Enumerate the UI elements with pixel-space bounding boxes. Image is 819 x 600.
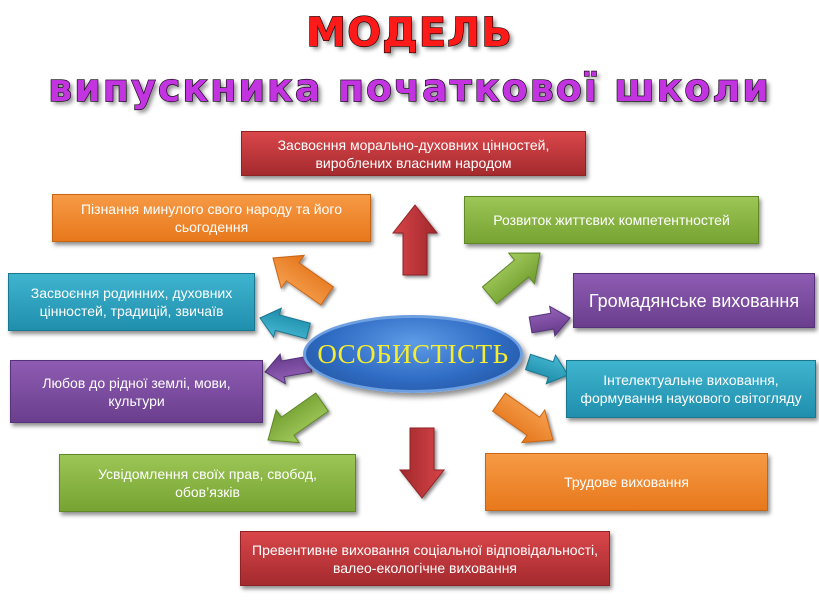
box-right-3: Інтелектуальне виховання, формування нау… [566,360,816,418]
center-label: ОСОБИСТІСТЬ [317,338,509,369]
box-left-2: Засвоєння родинних, духовних цінностей, … [8,273,255,331]
arrow-up-right-icon [481,252,541,305]
box-right-4: Трудове виховання [485,453,768,511]
box-left-3: Любов до рідної землі, мови, культури [10,360,263,423]
arrow-down-icon [398,427,446,499]
center-ellipse: ОСОБИСТІСТЬ [303,315,523,393]
box-right-1: Розвиток життєвих компетентностей [464,196,759,244]
box-bottom: Превентивне виховання соціальної відпові… [240,531,610,586]
arrow-up-icon [391,204,439,276]
box-left-4: Усвідомлення своїх прав, свобод, обов’яз… [59,454,356,512]
arrow-down-right-icon [491,392,554,444]
box-top: Засвоєння морально-духовних цінностей, в… [241,131,586,176]
arrow-right-down-icon [524,353,569,385]
arrow-up-left-icon [272,254,335,306]
arrow-left-icon [259,307,311,340]
box-right-2: Громадянське виховання [573,273,815,328]
title-line-1: МОДЕЛЬ [306,9,513,56]
box-left-1: Пізнання минулого свого народу та його с… [52,194,371,242]
arrow-right-icon [528,305,571,338]
title-line-2: випускника початкової школи [48,65,771,110]
arrow-down-left-icon [267,392,330,444]
